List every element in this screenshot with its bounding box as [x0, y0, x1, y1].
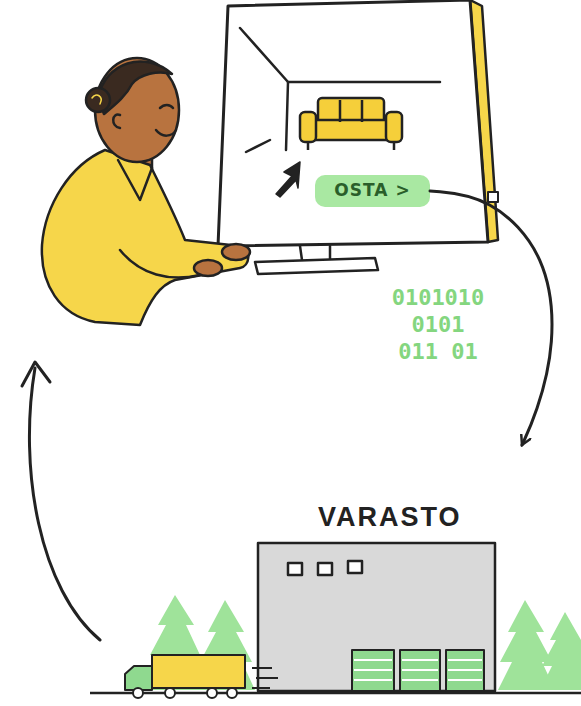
button-label: OSTA > [315, 180, 430, 200]
buy-button: OSTA > [315, 175, 430, 207]
computer-monitor [218, 0, 498, 274]
warehouse-building [258, 543, 495, 691]
warehouse-node: VARASTO [258, 445, 530, 692]
mouse-cursor [276, 162, 300, 197]
sofa-icon [300, 98, 402, 150]
ground-line [90, 692, 581, 695]
binary-data: 0101010 0101 011 01 [388, 284, 488, 365]
delivery-truck [125, 655, 278, 698]
building-name: VARASTO [318, 501, 468, 533]
return-arrow [22, 362, 100, 640]
person [42, 58, 250, 325]
flow-arrow [430, 191, 552, 445]
